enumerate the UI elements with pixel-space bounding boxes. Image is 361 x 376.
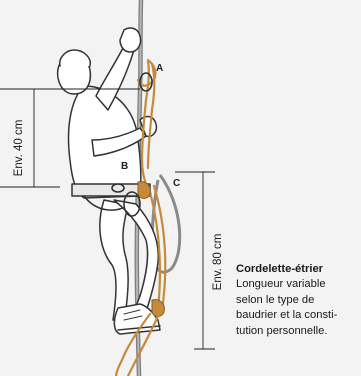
label-a: A (156, 63, 163, 74)
caption-line: selon le type de (236, 293, 360, 308)
lower-dimension-label: Env. 80 cm (212, 234, 224, 291)
caption-line: baudrier et la consti- (236, 308, 360, 323)
caption: Cordelette-étrier Longueur variable selo… (236, 262, 360, 339)
upper-dimension-label: Env. 40 cm (13, 120, 25, 177)
caption-line: tution personnelle. (236, 324, 360, 339)
label-c: C (173, 178, 180, 189)
upper-dimension (28, 89, 40, 187)
label-b: B (121, 161, 128, 172)
lower-dimension (175, 172, 215, 349)
caption-line: Longueur variable (236, 277, 360, 292)
caption-title: Cordelette-étrier (236, 262, 360, 277)
